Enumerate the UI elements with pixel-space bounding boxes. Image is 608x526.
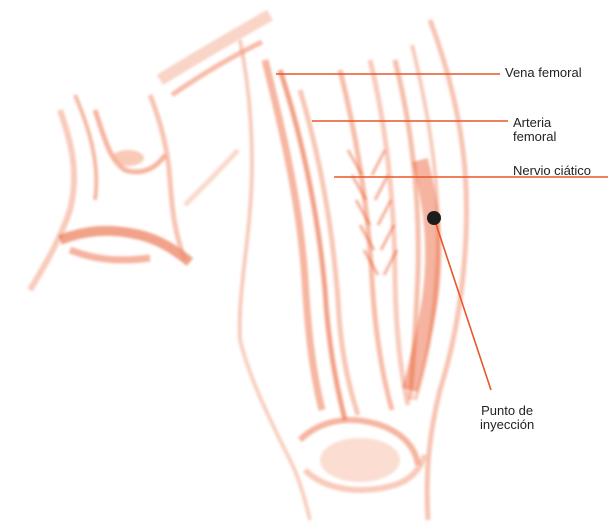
label-punto-inyeccion: Punto de inyección (480, 404, 534, 432)
hip-region-sketch (30, 15, 270, 290)
label-arteria-femoral-line1: Arteria (513, 116, 556, 130)
leader-lines (276, 74, 608, 390)
knee-region-sketch (300, 420, 425, 490)
label-vena-femoral: Vena femoral (505, 66, 582, 80)
label-punto-inyeccion-line2: inyección (480, 418, 534, 432)
leader-line-punto-inyeccion (434, 218, 491, 390)
thigh-muscles-sketch (265, 45, 438, 420)
label-nervio-ciatico: Nervio ciático (513, 164, 591, 178)
injection-point-dot (427, 211, 441, 225)
label-arteria-femoral: Arteria femoral (513, 116, 556, 144)
label-nervio-ciatico-text: Nervio ciático (513, 164, 591, 178)
label-punto-inyeccion-line1: Punto de (480, 404, 534, 418)
label-vena-femoral-text: Vena femoral (505, 66, 582, 80)
label-arteria-femoral-line2: femoral (513, 130, 556, 144)
